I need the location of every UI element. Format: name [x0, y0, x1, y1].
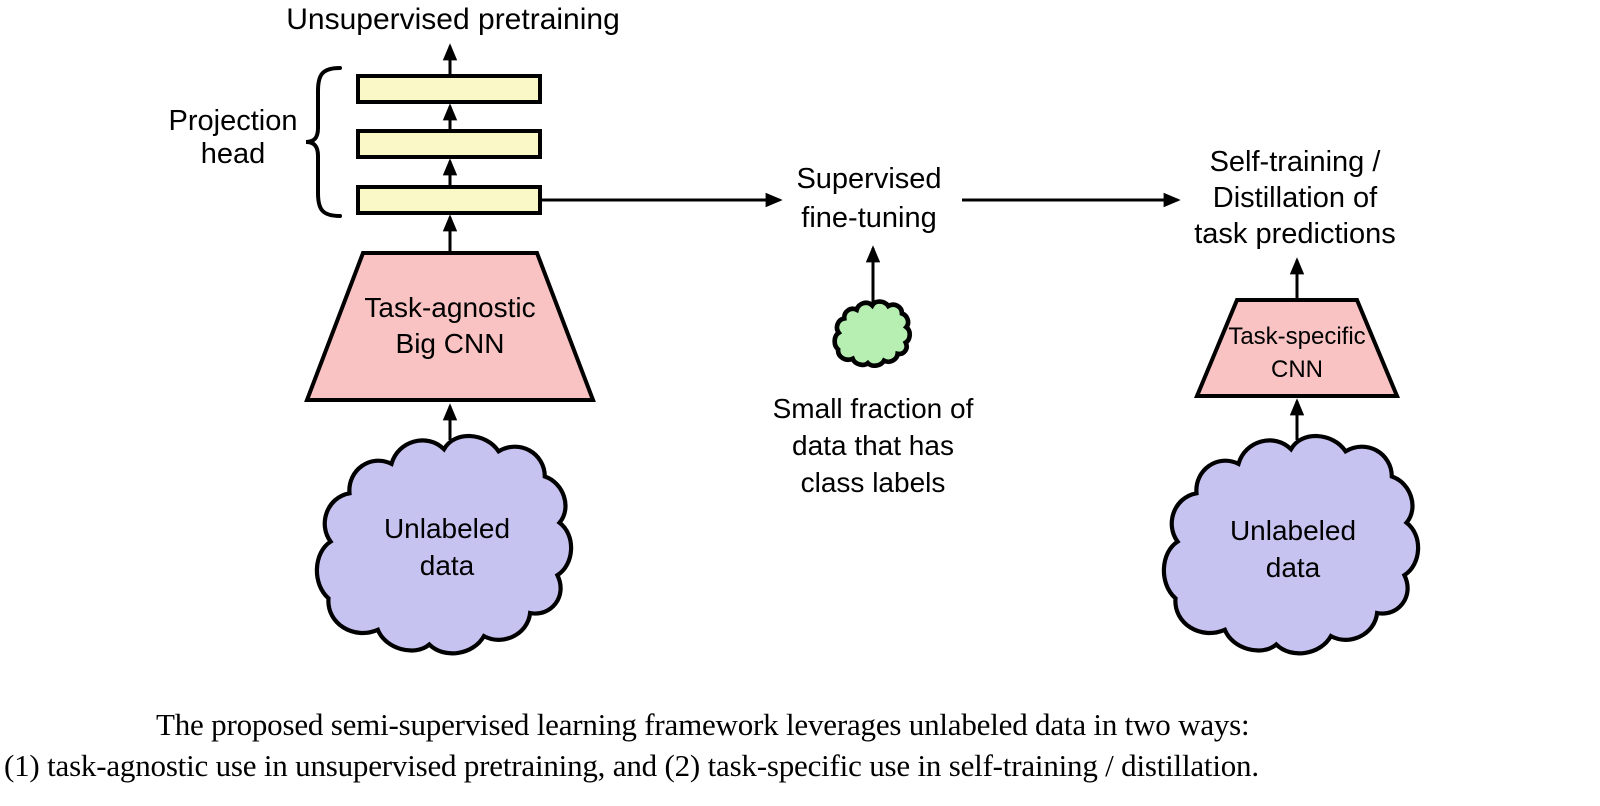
projection-layer-3 [356, 74, 542, 104]
unlabeled-data-label-right: Unlabeled data [1229, 515, 1357, 583]
projection-head-stack [356, 74, 542, 215]
self-training-label: Self-training / Distillation of task pre… [1194, 146, 1396, 250]
small-fraction-label: Small fraction of data that has class la… [772, 393, 974, 498]
task-specific-cnn-label: Task-specific CNN [1228, 323, 1366, 383]
projection-layer-2 [356, 129, 542, 159]
arrow-group [442, 43, 1305, 440]
task-agnostic-cnn-label: Task-agnostic Big CNN [364, 292, 536, 359]
labeled-data-cloud [835, 302, 910, 366]
projection-layer-1 [356, 185, 542, 215]
projection-head-label: Projection head [168, 105, 298, 170]
task-specific-cnn-shape [1194, 298, 1400, 398]
figure-caption: The proposed semi-supervised learning fr… [4, 707, 1259, 783]
unsupervised-pretraining-label: Unsupervised pretraining [286, 3, 620, 36]
unlabeled-data-label-left: Unlabeled data [383, 513, 511, 581]
projection-head-brace [305, 66, 342, 218]
task-agnostic-cnn-shape [304, 251, 596, 402]
diagram-canvas [304, 43, 1600, 695]
supervised-finetuning-label: Supervised fine-tuning [796, 163, 942, 234]
